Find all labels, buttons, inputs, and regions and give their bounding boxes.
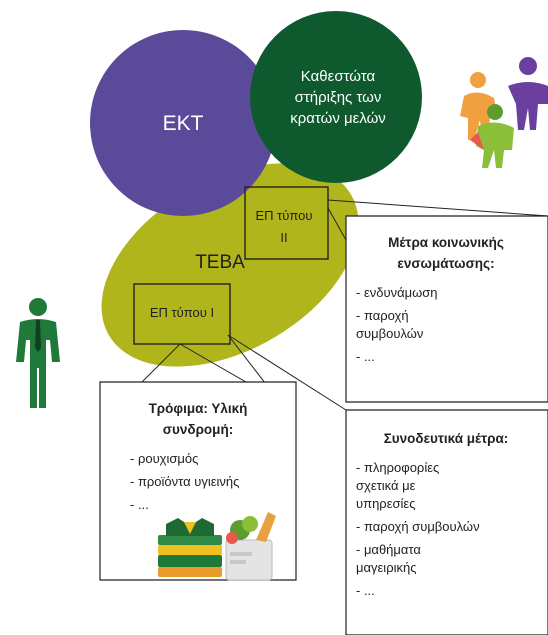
list-item: - ...: [356, 349, 375, 364]
ekt-label: ΕΚΤ: [162, 112, 204, 135]
callout-accompanying: Συνοδευτικά μέτρα: - πληροφορίες σχετικά…: [356, 428, 536, 600]
connector-line: [141, 343, 181, 383]
list-item: - ρουχισμός: [130, 451, 199, 466]
list-item: - παροχή συμβουλών: [356, 519, 480, 534]
connector-line: [327, 199, 548, 217]
callout-social-inclusion: Μέτρα κοινωνικής ενσωμάτωσης: - ενδυνάμω…: [356, 232, 536, 366]
person-icon: [16, 298, 60, 408]
callout-title: Συνοδευτικά μέτρα:: [383, 431, 509, 446]
people-group-icon: [460, 57, 548, 168]
member-states-label: Καθεστώτα στήριξης των κρατών μελών: [290, 68, 386, 127]
callout-title: Τρόφιμα: Υλική συνδρομή:: [148, 401, 248, 437]
member-states-circle: [250, 11, 422, 183]
list-item: - μαθήματα μαγειρικής: [356, 542, 421, 575]
connector-line: [327, 207, 347, 241]
ekt-circle: [90, 30, 276, 216]
list-item: - ενδυνάμωση: [356, 285, 438, 300]
op-type-2-label: ΕΠ τύπου ΙΙ: [255, 208, 313, 245]
op-type-2-box: [244, 186, 329, 260]
teva-label: ΤΕΒΑ: [195, 252, 245, 273]
list-item: - ...: [356, 583, 375, 598]
callout-accompanying-box: [345, 409, 548, 635]
grocery-bag-icon: [225, 512, 276, 581]
list-item: - πληροφορίες σχετικά με υπηρεσίες: [356, 460, 440, 511]
list-item: - παροχή συμβουλών: [356, 308, 424, 341]
callout-title: Μέτρα κοινωνικής ενσωμάτωσης:: [388, 235, 504, 271]
list-item: - προϊόντα υγιεινής: [130, 474, 240, 489]
callout-food: Τρόφιμα: Υλική συνδρομή: - ρουχισμός - π…: [110, 398, 286, 514]
clothes-stack-icon: [158, 518, 222, 577]
op-type-1-label: ΕΠ τύπου Ι: [149, 305, 215, 320]
connector-line: [227, 334, 347, 411]
op-type-1-box: [133, 283, 231, 345]
callout-social-inclusion-box: [345, 215, 548, 403]
list-item: - ...: [130, 497, 149, 512]
connector-line: [179, 343, 247, 383]
